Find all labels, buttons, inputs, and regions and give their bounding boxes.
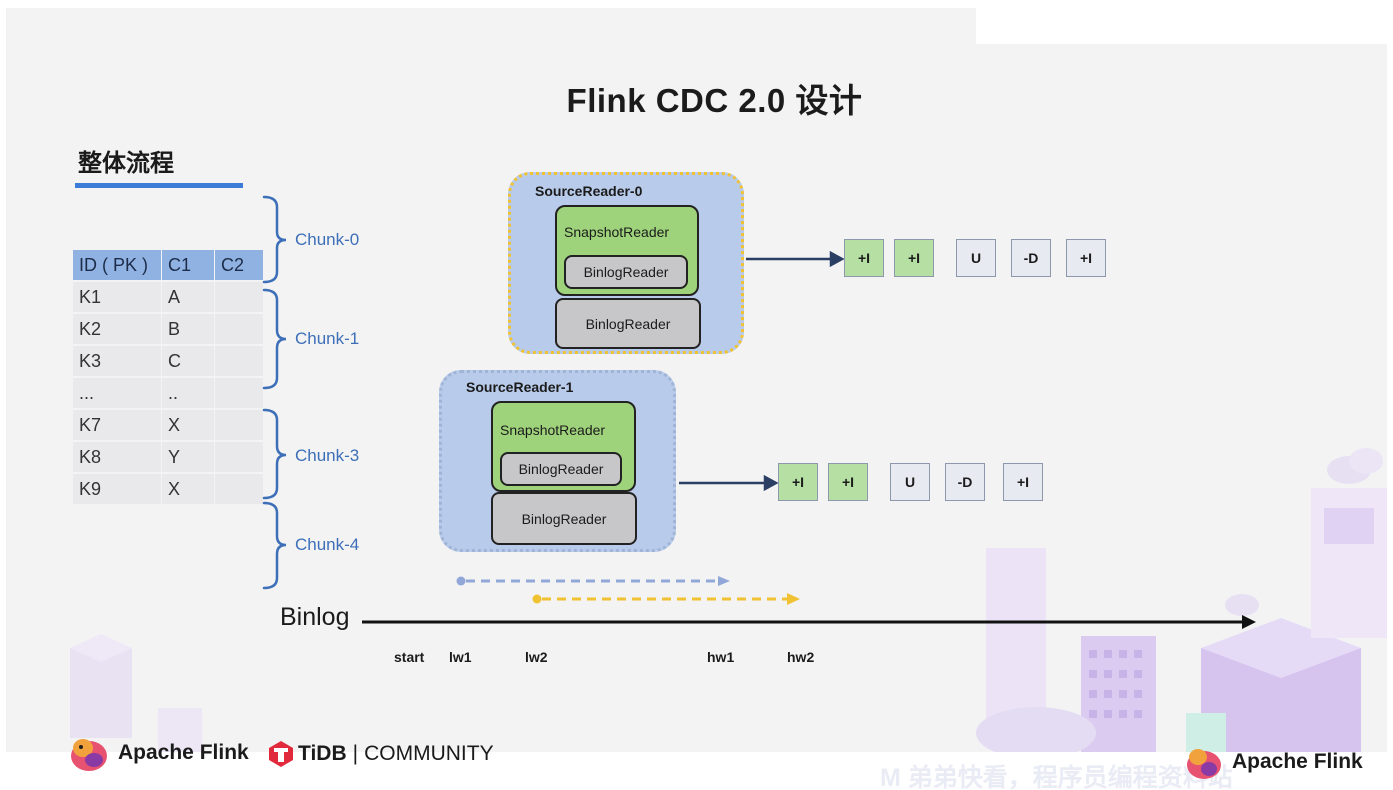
event-box: +I [894, 239, 934, 277]
table-cell: K8 [73, 442, 161, 472]
offset-mark: hw1 [707, 649, 735, 665]
arrowhead-icon [718, 576, 730, 586]
section-title: 整体流程 [78, 150, 174, 177]
binlog-reader: BinlogReader [555, 298, 701, 349]
table-row: K2 B [73, 314, 264, 346]
offset-mark: hw2 [787, 649, 815, 665]
range-start-dot [532, 594, 542, 604]
chunk-label: Chunk-0 [295, 230, 360, 249]
table-cell [215, 442, 263, 472]
table-cell [215, 378, 263, 408]
arrowhead-icon [763, 474, 779, 492]
event-box: U [956, 239, 996, 277]
flink-brand-text: Apache Flink [1232, 750, 1363, 773]
tidb-hexagon-icon [269, 741, 293, 767]
logo-separator: | [352, 742, 359, 765]
background-decoration [70, 448, 1387, 768]
offset-mark: lw1 [449, 649, 472, 665]
table-row: K1 A [73, 282, 264, 314]
offset-mark: lw2 [525, 649, 548, 665]
tidb-brand-text: TiDB [298, 742, 347, 765]
table-row: K3 C [73, 346, 264, 378]
snapshot-reader-label: SnapshotReader [500, 422, 606, 438]
chunk-1-brace [262, 288, 287, 390]
table-cell: K7 [73, 410, 161, 440]
inner-binlog-reader: BinlogReader [500, 452, 622, 486]
table-cell [215, 346, 263, 376]
event-box: +I [778, 463, 818, 501]
source-reader-0: SourceReader-0 SnapshotReader BinlogRead… [508, 172, 744, 354]
chunk-label: Chunk-4 [295, 535, 360, 554]
snapshot-reader: SnapshotReader BinlogReader [555, 205, 699, 296]
arrowhead-icon [787, 593, 800, 605]
table-cell: K2 [73, 314, 161, 344]
event-box: U [890, 463, 930, 501]
data-table: ID ( PK ) C1 C2 K1 A K2 B K3 C ... .. K7… [73, 250, 264, 506]
flink-squirrel-icon [71, 739, 107, 771]
table-header-row: ID ( PK ) C1 C2 [73, 250, 264, 282]
arrowhead-icon [1242, 615, 1256, 629]
table-row: ... .. [73, 378, 264, 410]
table-cell: C [162, 346, 214, 376]
binlog-label: Binlog [280, 603, 350, 631]
table-header-cell: C2 [215, 250, 263, 280]
apache-flink-logo: Apache Flink [68, 732, 249, 774]
event-box: -D [1011, 239, 1051, 277]
table-cell: ... [73, 378, 161, 408]
event-box: +I [1066, 239, 1106, 277]
table-header-cell: C1 [162, 250, 214, 280]
table-row: K9 X [73, 474, 264, 506]
chunk-4-brace [262, 501, 287, 590]
tidb-community-logo: TiDB | COMMUNITY [268, 740, 494, 768]
table-cell: .. [162, 378, 214, 408]
community-text: COMMUNITY [364, 742, 494, 765]
event-box: +I [844, 239, 884, 277]
apache-flink-logo-right: Apache Flink [1184, 742, 1363, 782]
range-start-dot [456, 576, 466, 586]
chunk-3-brace [262, 408, 287, 500]
chunk-0-brace [262, 195, 287, 284]
table-cell [215, 410, 263, 440]
event-box: -D [945, 463, 985, 501]
chunk-label: Chunk-3 [295, 446, 360, 465]
snapshot-reader-label: SnapshotReader [564, 224, 670, 240]
arrowhead-icon [829, 250, 845, 268]
table-cell [215, 474, 263, 504]
table-cell: B [162, 314, 214, 344]
table-cell: Y [162, 442, 214, 472]
footer-watermark: M 弟弟快看，程序员编程资料站 [880, 764, 1233, 790]
table-cell: A [162, 282, 214, 312]
table-row: K8 Y [73, 442, 264, 474]
bottom-cover [0, 752, 1393, 790]
event-box: +I [828, 463, 868, 501]
table-cell [215, 314, 263, 344]
event-box: +I [1003, 463, 1043, 501]
table-header-cell: ID ( PK ) [73, 250, 161, 280]
slide-title: Flink CDC 2.0 设计 [566, 82, 863, 119]
table-row: K7 X [73, 410, 264, 442]
flink-squirrel-icon [1187, 749, 1221, 779]
flink-brand-text: Apache Flink [118, 741, 249, 764]
table-cell [215, 282, 263, 312]
reader-name: SourceReader-1 [466, 379, 574, 395]
table-cell: X [162, 410, 214, 440]
source-reader-1: SourceReader-1 SnapshotReader BinlogRead… [439, 370, 676, 552]
table-cell: K3 [73, 346, 161, 376]
binlog-reader: BinlogReader [491, 492, 637, 545]
chunk-label: Chunk-1 [295, 329, 360, 348]
reader-name: SourceReader-0 [535, 183, 643, 199]
top-right-cover [976, 0, 1393, 44]
snapshot-reader: SnapshotReader BinlogReader [491, 401, 636, 492]
inner-binlog-reader: BinlogReader [564, 255, 688, 289]
offset-mark: start [394, 649, 425, 665]
table-cell: K9 [73, 474, 161, 504]
table-cell: X [162, 474, 214, 504]
table-cell: K1 [73, 282, 161, 312]
section-underline [75, 183, 243, 188]
